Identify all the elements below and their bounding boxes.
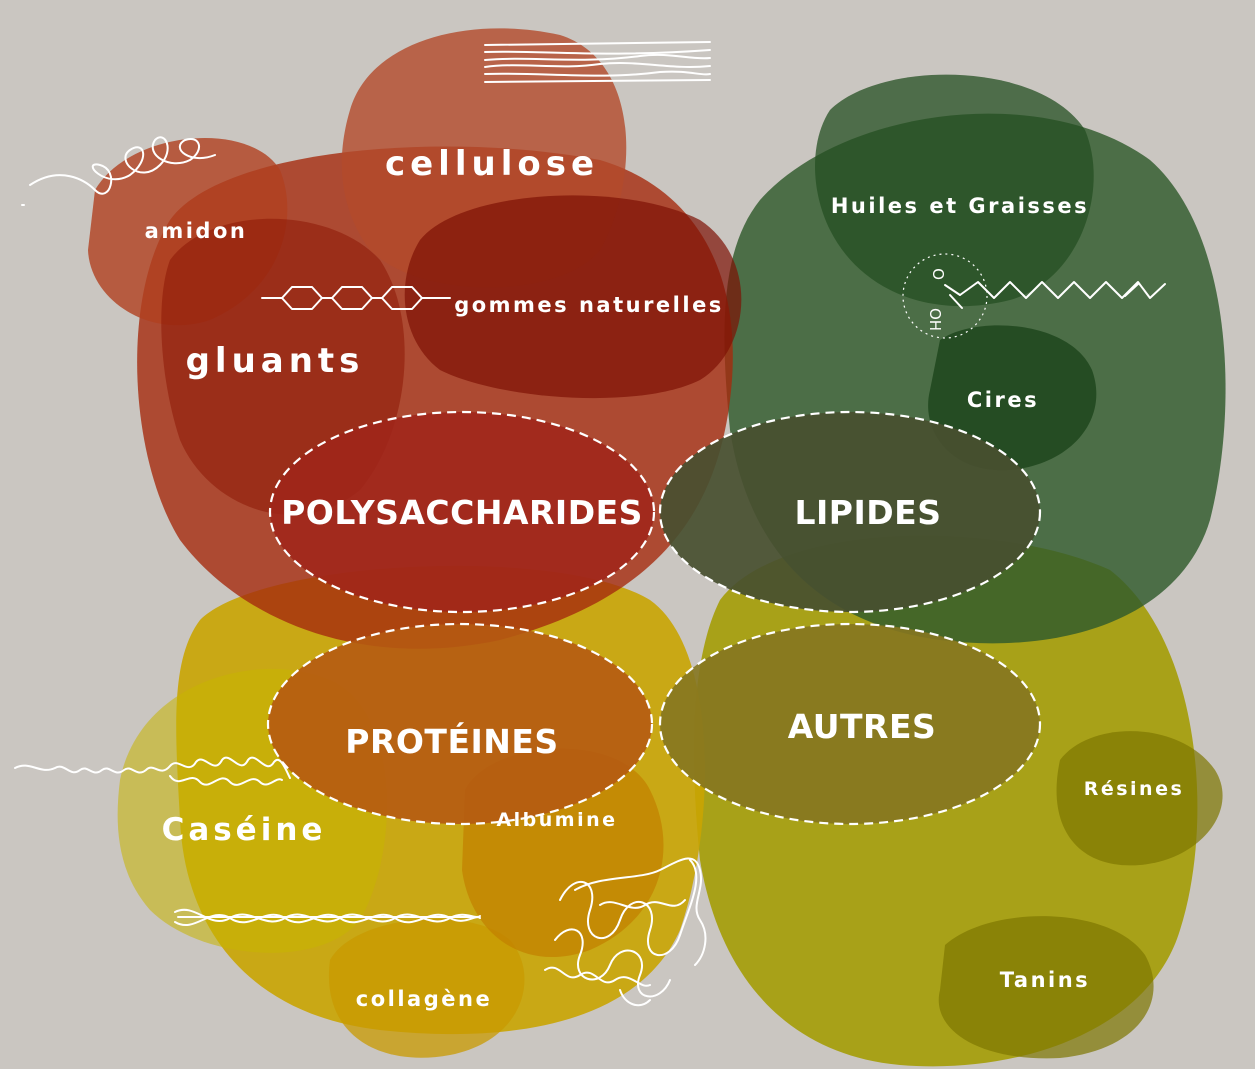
- polysaccharides-ellipse-border: [268, 410, 656, 614]
- cires-label: Cires: [967, 388, 1039, 412]
- collagene-blob: [328, 918, 525, 1058]
- amidon-label: amidon: [145, 219, 248, 243]
- lipides-ellipse-border: [658, 410, 1042, 614]
- collagen-braid-icon: [174, 908, 481, 926]
- proteines-label: PROTÉINES: [345, 721, 558, 761]
- huiles-label: Huiles et Graisses: [831, 194, 1089, 218]
- albumine-label: Albumine: [496, 809, 617, 831]
- autres-ellipse[interactable]: [660, 624, 1040, 824]
- gommes-blob: [404, 195, 742, 399]
- autres-label: AUTRES: [788, 707, 937, 746]
- fatty-acid-icon: O OH: [902, 253, 1166, 339]
- oxygen-label: O: [930, 268, 948, 280]
- carboxyl-dotted-circle: [902, 253, 988, 339]
- hydroxyl-label: OH: [926, 308, 944, 331]
- polysaccharides-ellipse[interactable]: [270, 412, 654, 612]
- collagene-label: collagène: [356, 987, 492, 1011]
- albumin-structure-icon: [544, 857, 707, 1007]
- cellulose-label: cellulose: [385, 144, 599, 184]
- polysaccharides-label: POLYSACCHARIDES: [281, 493, 643, 532]
- decorations: O OH: [14, 41, 1166, 1007]
- lipides-label: LIPIDES: [795, 493, 942, 532]
- proteines-ellipse[interactable]: [268, 624, 652, 824]
- caseine-coil-icon: [14, 756, 291, 779]
- category-ellipses: [266, 410, 1042, 826]
- caseine-label: Caséine: [162, 812, 327, 848]
- proteines-ellipse-border: [266, 622, 654, 826]
- amidon-squiggle-icon: [29, 136, 216, 195]
- gluants-label: gluants: [186, 341, 365, 381]
- lipides-ellipse[interactable]: [660, 412, 1040, 612]
- tanins-blob: [938, 916, 1154, 1059]
- hexagon-chain-icon: [261, 286, 451, 310]
- cires-blob: [928, 325, 1097, 471]
- huiles-blob: [815, 74, 1094, 307]
- resines-label: Résines: [1084, 778, 1185, 800]
- autres-ellipse-border: [658, 622, 1042, 826]
- tanins-label: Tanins: [1000, 968, 1090, 992]
- cellulose-fiber-icon: [484, 41, 711, 83]
- caseine-coil-icon-2: [169, 775, 283, 786]
- gommes-label: gommes naturelles: [454, 293, 724, 317]
- resines-blob: [1056, 731, 1223, 866]
